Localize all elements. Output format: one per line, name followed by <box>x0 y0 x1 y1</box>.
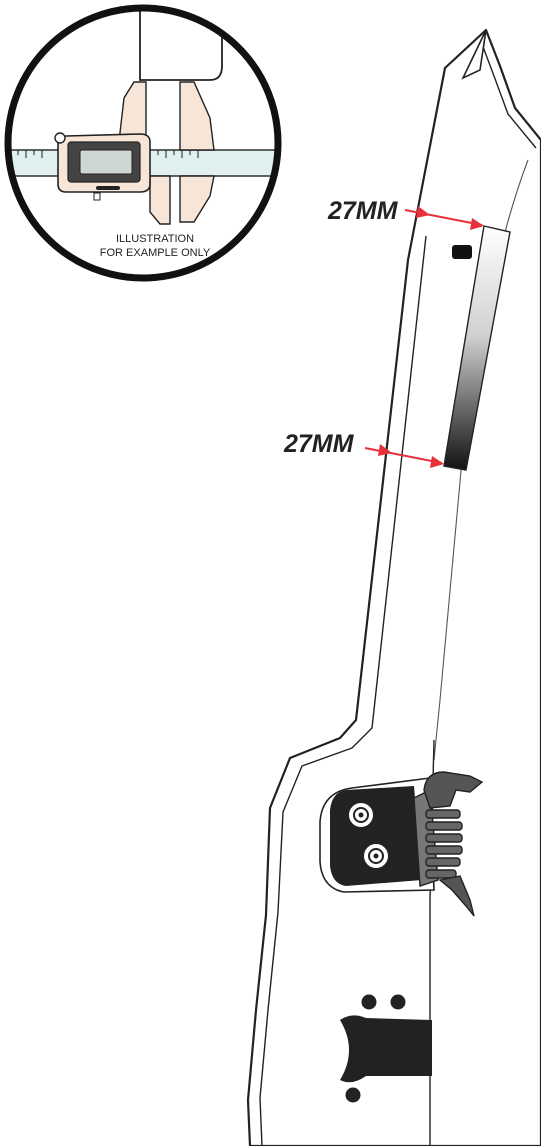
caliper-lower-jaw-right <box>179 175 215 223</box>
dimension-arrowhead-bottom-right <box>430 456 444 468</box>
caliper-lock-screw <box>93 192 101 201</box>
hinge-spring-coil <box>425 809 463 879</box>
dimension-arrowhead-bottom-left <box>378 444 392 456</box>
hinge-bracket <box>330 786 422 886</box>
inset-caption-line-2: FOR EXAMPLE ONLY <box>100 247 211 259</box>
caliper-icon: ILLUSTRATION FOR EXAMPLE ONLY <box>4 4 282 282</box>
mounting-clip <box>452 245 472 259</box>
inset-caption-line-1: ILLUSTRATION <box>116 233 194 245</box>
handle-hole-1 <box>361 994 377 1010</box>
door-panel-inner-line <box>259 43 537 1146</box>
dimension-label-top: 27MM <box>327 197 399 225</box>
dimension-bottom: 27MM <box>283 430 444 468</box>
hinge-screw-bottom <box>362 842 390 870</box>
door-handle-icon <box>340 994 432 1103</box>
dimension-label-bottom: 27MM <box>283 430 355 458</box>
caliper-button <box>96 186 120 190</box>
measurement-strip <box>443 225 511 471</box>
dimension-arrowhead-top-right <box>470 218 484 230</box>
handle-grip <box>340 1015 432 1083</box>
door-top-notch <box>461 29 487 80</box>
caliper-upper-jaw-right <box>179 81 215 151</box>
hinge-top-arm <box>423 771 484 809</box>
handle-hole-3 <box>345 1087 361 1103</box>
caliper-display-screen <box>79 149 133 175</box>
hinge-lower-arm <box>438 875 475 917</box>
dimension-top: 27MM <box>327 197 484 230</box>
handle-hole-2 <box>390 994 406 1010</box>
door-hinge-icon <box>319 771 484 917</box>
dimension-arrowhead-top-left <box>416 206 430 218</box>
caliper-thumb-knob <box>54 132 66 144</box>
dimension-arrow-line-bottom <box>364 447 443 464</box>
inset-ring <box>4 4 282 282</box>
hinge-screw-top <box>347 801 375 829</box>
caliper-lower-jaw-left <box>149 175 171 225</box>
